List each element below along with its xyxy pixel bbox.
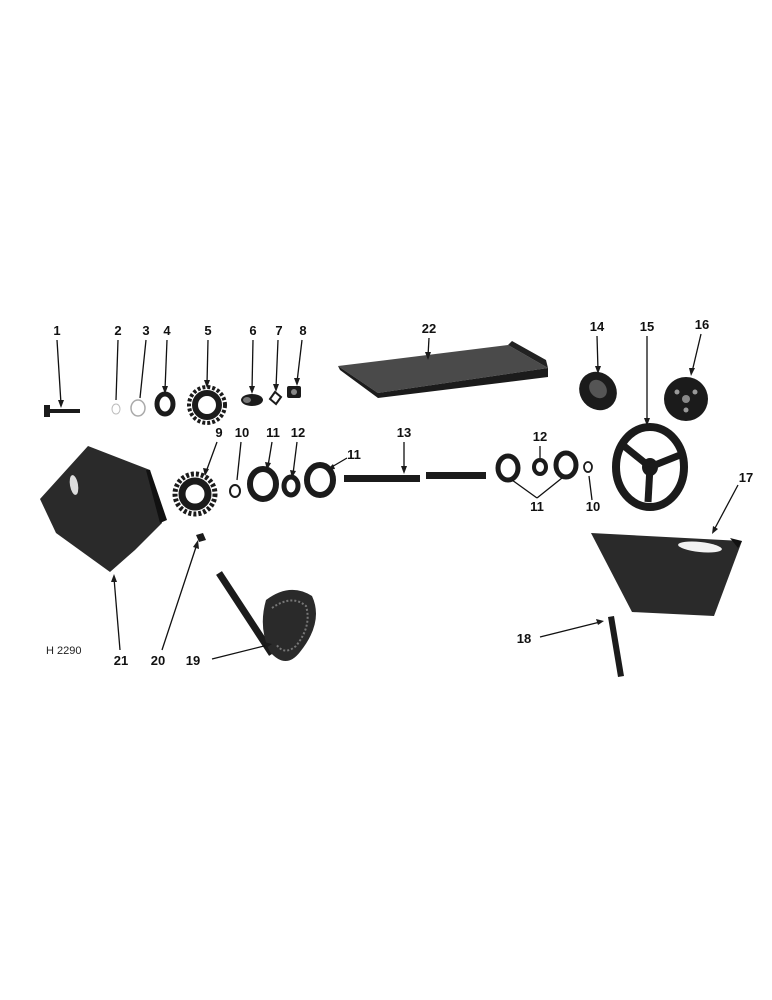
part-11-flange-middle <box>304 462 336 498</box>
part-11-flange-right-b <box>553 450 579 480</box>
part-11-flange-right-a <box>495 453 521 483</box>
callout-18: 18 <box>517 631 531 646</box>
part-8-collar <box>287 386 301 398</box>
part-21-left-shield <box>40 446 167 572</box>
callout-20: 20 <box>151 653 165 668</box>
callout-2: 2 <box>114 323 121 338</box>
leader-lines <box>56 333 739 660</box>
part-10-ring-left <box>229 484 241 498</box>
callout-13: 13 <box>397 425 411 440</box>
part-19-chain <box>216 571 316 661</box>
callout-8: 8 <box>299 323 306 338</box>
callout-11-middle: 11 <box>347 447 361 462</box>
figure-reference: H 2290 <box>46 645 81 657</box>
part-20-key <box>196 533 206 542</box>
callout-15: 15 <box>640 319 654 334</box>
callout-21: 21 <box>114 653 128 668</box>
callout-11-right: 11 <box>530 499 544 514</box>
callout-16: 16 <box>695 317 709 332</box>
part-6-hub <box>241 394 263 406</box>
callout-12-right: 12 <box>533 429 547 444</box>
callout-17: 17 <box>739 470 753 485</box>
callout-4: 4 <box>163 323 171 338</box>
part-13-shaft <box>344 472 486 482</box>
callout-12-left: 12 <box>291 425 305 440</box>
part-10-ring-right <box>583 461 593 473</box>
callout-22: 22 <box>422 321 436 336</box>
part-14-pulley-half <box>579 371 617 411</box>
callout-3: 3 <box>142 323 149 338</box>
callout-6: 6 <box>249 323 256 338</box>
callout-14: 14 <box>590 319 605 334</box>
part-18-rod <box>608 616 624 677</box>
callout-10-right: 10 <box>586 499 600 514</box>
callout-1: 1 <box>53 323 60 338</box>
part-5-sprocket <box>187 385 227 425</box>
part-17-right-shield <box>591 533 742 616</box>
callout-10-left: 10 <box>235 425 249 440</box>
part-9-sprocket <box>172 471 218 517</box>
part-7-nut <box>268 390 283 406</box>
callout-7: 7 <box>275 323 282 338</box>
callout-9: 9 <box>215 425 222 440</box>
part-4-ring <box>154 391 176 417</box>
callout-19: 19 <box>186 653 200 668</box>
part-2-washer <box>111 403 121 415</box>
part-15-spoked-wheel <box>612 423 688 511</box>
callout-labels: 1 2 3 4 5 6 7 8 22 14 15 16 9 10 11 12 1… <box>46 317 753 668</box>
part-1-bolt <box>44 405 80 417</box>
callout-5: 5 <box>204 323 211 338</box>
part-11-flange-left <box>247 466 279 502</box>
callout-11-left: 11 <box>266 425 280 440</box>
part-22-tray <box>338 341 548 398</box>
part-16-pulley-disc <box>664 377 708 421</box>
part-12-bearing-left <box>281 474 301 498</box>
part-3-washer <box>130 399 146 417</box>
part-12-bearing-right <box>532 458 548 476</box>
